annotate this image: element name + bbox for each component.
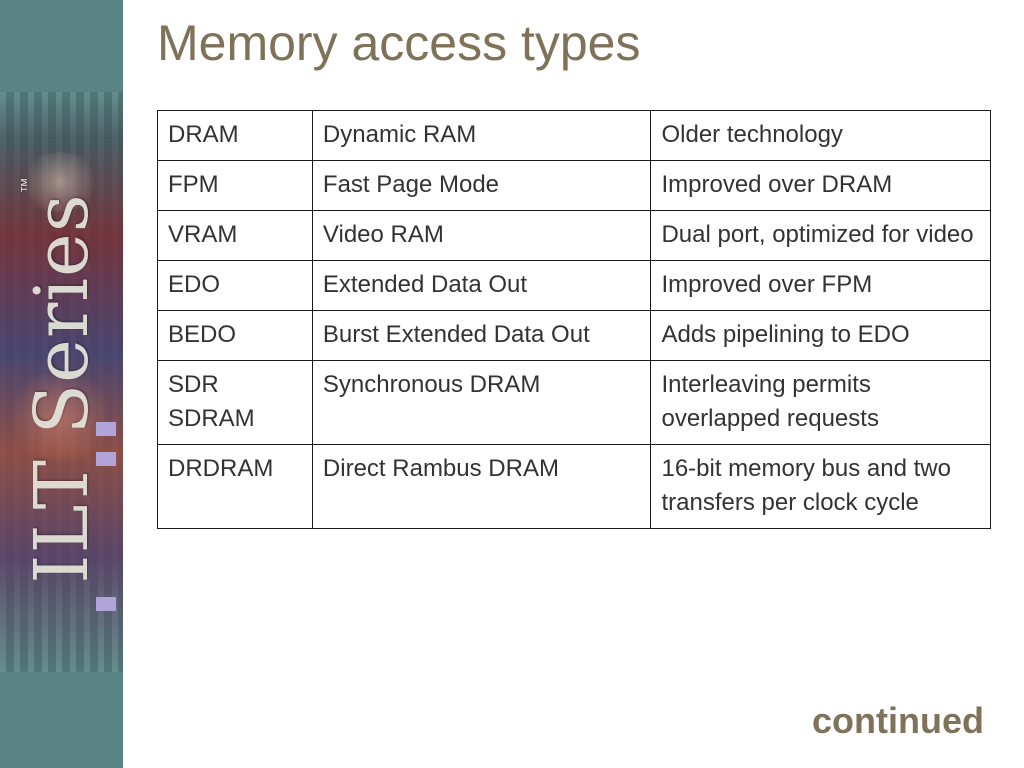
logo-text: ILT Series [19, 193, 105, 584]
table-row: DRAM Dynamic RAM Older technology [157, 110, 991, 161]
table-cell-name: Burst Extended Data Out [311, 310, 652, 361]
table-cell-name: Extended Data Out [311, 260, 652, 311]
slide-title: Memory access types [157, 15, 641, 71]
table-cell-abbreviation: EDO [157, 260, 313, 311]
table-cell-description: 16-bit memory bus and two transfers per … [650, 444, 991, 529]
continued-label: continued [812, 700, 984, 741]
table-cell-abbreviation: VRAM [157, 210, 313, 261]
table-row: BEDO Burst Extended Data Out Adds pipeli… [157, 310, 991, 361]
table-cell-description: Dual port, optimized for video [650, 210, 991, 261]
table-cell-description: Adds pipelining to EDO [650, 310, 991, 361]
table-row: SDR SDRAM Synchronous DRAM Interleaving … [157, 360, 991, 445]
table-cell-description: Older technology [650, 110, 991, 161]
decorative-photo-strip [0, 92, 123, 672]
table-row: DRDRAM Direct Rambus DRAM 16-bit memory … [157, 444, 991, 529]
table-cell-description: Interleaving permits overlapped requests [650, 360, 991, 445]
table-row: EDO Extended Data Out Improved over FPM [157, 260, 991, 311]
table-cell-name: Dynamic RAM [311, 110, 652, 161]
table-cell-description: Improved over DRAM [650, 160, 991, 211]
ilt-series-logo: ILT Series™ [19, 176, 105, 584]
table-cell-name: Direct Rambus DRAM [311, 444, 652, 529]
table-cell-name: Fast Page Mode [311, 160, 652, 211]
table-cell-abbreviation: FPM [157, 160, 313, 211]
table-cell-abbreviation: DRDRAM [157, 444, 313, 529]
table-cell-abbreviation: SDR SDRAM [157, 360, 313, 445]
table-cell-name: Video RAM [311, 210, 652, 261]
side-decoration-band: ILT Series™ [0, 0, 123, 768]
table-cell-abbreviation: BEDO [157, 310, 313, 361]
table-cell-abbreviation: DRAM [157, 110, 313, 161]
table-cell-description: Improved over FPM [650, 260, 991, 311]
memory-types-table: DRAM Dynamic RAM Older technology FPM Fa… [157, 110, 991, 529]
table-row: FPM Fast Page Mode Improved over DRAM [157, 160, 991, 211]
table-cell-name: Synchronous DRAM [311, 360, 652, 445]
table-row: VRAM Video RAM Dual port, optimized for … [157, 210, 991, 261]
trademark-symbol: ™ [19, 176, 36, 194]
